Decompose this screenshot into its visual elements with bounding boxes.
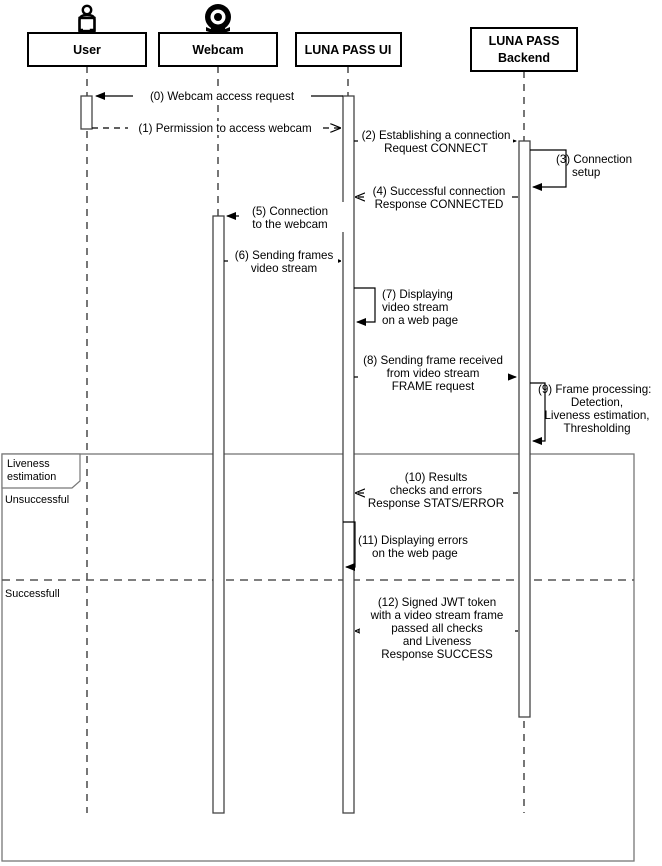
- message-6-label-line-0: (6) Sending frames: [235, 249, 334, 262]
- message-11[interactable]: (11) Displaying errors on the web page: [343, 521, 468, 571]
- message-12[interactable]: (12) Signed JWT token with a video strea…: [356, 596, 518, 668]
- message-3[interactable]: (3) Connection setup: [530, 149, 632, 191]
- message-3-label-line-1: setup: [572, 166, 600, 179]
- lifeline-head-user[interactable]: User: [27, 32, 147, 67]
- fragment-label-line-1: estimation: [7, 471, 56, 483]
- message-2[interactable]: (2) Establishing a connection Request CO…: [354, 126, 517, 156]
- message-11-label-line-1: on the web page: [372, 547, 458, 560]
- fragment-guard-unsuccessful: Unsuccessful: [5, 494, 69, 506]
- message-10[interactable]: (10) Results checks and errors Response …: [356, 466, 518, 510]
- fragment-tab: [1, 453, 81, 489]
- message-12-label-line-4: Response SUCCESS: [381, 648, 493, 661]
- message-12-label-line-0: (12) Signed JWT token: [378, 596, 496, 609]
- message-8-label-line-2: FRAME request: [392, 380, 475, 393]
- message-0-label-line-0: (0) Webcam access request: [150, 90, 295, 103]
- lifeline-label-backend-line-1: Backend: [498, 51, 550, 65]
- message-6-label-line-1: video stream: [251, 262, 317, 275]
- message-4-label-line-0: (4) Successful connection: [373, 185, 506, 198]
- fragment-guard-successfull: Successfull: [5, 588, 60, 600]
- message-10-label-line-1: checks and errors: [390, 484, 482, 497]
- message-12-label-line-3: and Liveness: [403, 635, 472, 648]
- message-8-label-line-0: (8) Sending frame received: [363, 354, 503, 367]
- activation-user: [80, 95, 93, 130]
- lifeline-lines: [86, 66, 525, 813]
- message-12-label-line-1: with a video stream frame: [370, 609, 504, 622]
- lifeline-label-ui: LUNA PASS UI: [305, 43, 392, 57]
- lifeline-head-luna-pass-backend[interactable]: LUNA PASS Backend: [470, 27, 578, 72]
- lifeline-head-webcam[interactable]: Webcam: [158, 32, 278, 67]
- message-8-label-line-1: from video stream: [387, 367, 480, 380]
- person-icon: [78, 4, 96, 33]
- message-7[interactable]: (7) Displaying video stream on a web pag…: [354, 287, 458, 327]
- message-5-label-line-1: to the webcam: [252, 218, 327, 231]
- message-4-label-line-1: Response CONNECTED: [375, 198, 504, 211]
- message-9-label-line-0: (9) Frame processing:: [538, 383, 651, 396]
- message-9-label-line-1: Detection,: [571, 396, 623, 409]
- message-9-label-line-3: Thresholding: [563, 422, 630, 435]
- lifeline-label-webcam: Webcam: [192, 43, 243, 57]
- message-11-label-line-0: (11) Displaying errors: [358, 534, 468, 547]
- lifeline-label-backend-line-0: LUNA PASS: [489, 34, 560, 48]
- activation-bars: [80, 95, 531, 814]
- message-10-label-line-0: (10) Results: [405, 471, 468, 484]
- activation-ui: [342, 95, 355, 814]
- message-10-label-line-2: Response STATS/ERROR: [368, 497, 504, 510]
- message-7-label-line-1: video stream: [382, 301, 448, 314]
- message-2-label-line-0: (2) Establishing a connection: [362, 129, 511, 142]
- activation-webcam: [212, 215, 225, 814]
- message-12-label-line-2: passed all checks: [391, 622, 483, 635]
- fragment-liveness-estimation: Liveness estimation Unsuccessful Success…: [1, 453, 635, 862]
- lifeline-head-luna-pass-ui[interactable]: LUNA PASS UI: [295, 32, 402, 67]
- message-9-label-line-2: Liveness estimation,: [544, 409, 649, 422]
- lifeline-heads: User Webcam LUNA PASS UI LUNA PASS Backe…: [27, 27, 578, 72]
- message-5[interactable]: (5) Connection to the webcam: [226, 202, 344, 232]
- webcam-icon: [205, 4, 231, 33]
- message-4[interactable]: (4) Successful connection Response CONNE…: [356, 182, 518, 212]
- message-9[interactable]: (9) Frame processing: Detection, Livenes…: [530, 382, 651, 445]
- message-3-label-line-0: (3) Connection: [556, 153, 632, 166]
- message-2-label-line-1: Request CONNECT: [384, 142, 488, 155]
- fragment-border: [1, 453, 635, 862]
- message-1[interactable]: (1) Permission to access webcam: [92, 121, 340, 135]
- message-8[interactable]: (8) Sending frame received from video st…: [354, 350, 517, 393]
- message-5-label-line-0: (5) Connection: [252, 205, 328, 218]
- activation-backend: [518, 140, 531, 718]
- message-1-label-line-0: (1) Permission to access webcam: [138, 122, 311, 135]
- message-6[interactable]: (6) Sending frames video stream: [224, 247, 340, 277]
- lifeline-label-user: User: [73, 43, 101, 57]
- message-7-label-line-2: on a web page: [382, 314, 458, 327]
- message-0[interactable]: (0) Webcam access request: [95, 89, 343, 103]
- fragment-label-line-0: Liveness: [7, 458, 50, 470]
- message-7-label-line-0: (7) Displaying: [382, 288, 453, 301]
